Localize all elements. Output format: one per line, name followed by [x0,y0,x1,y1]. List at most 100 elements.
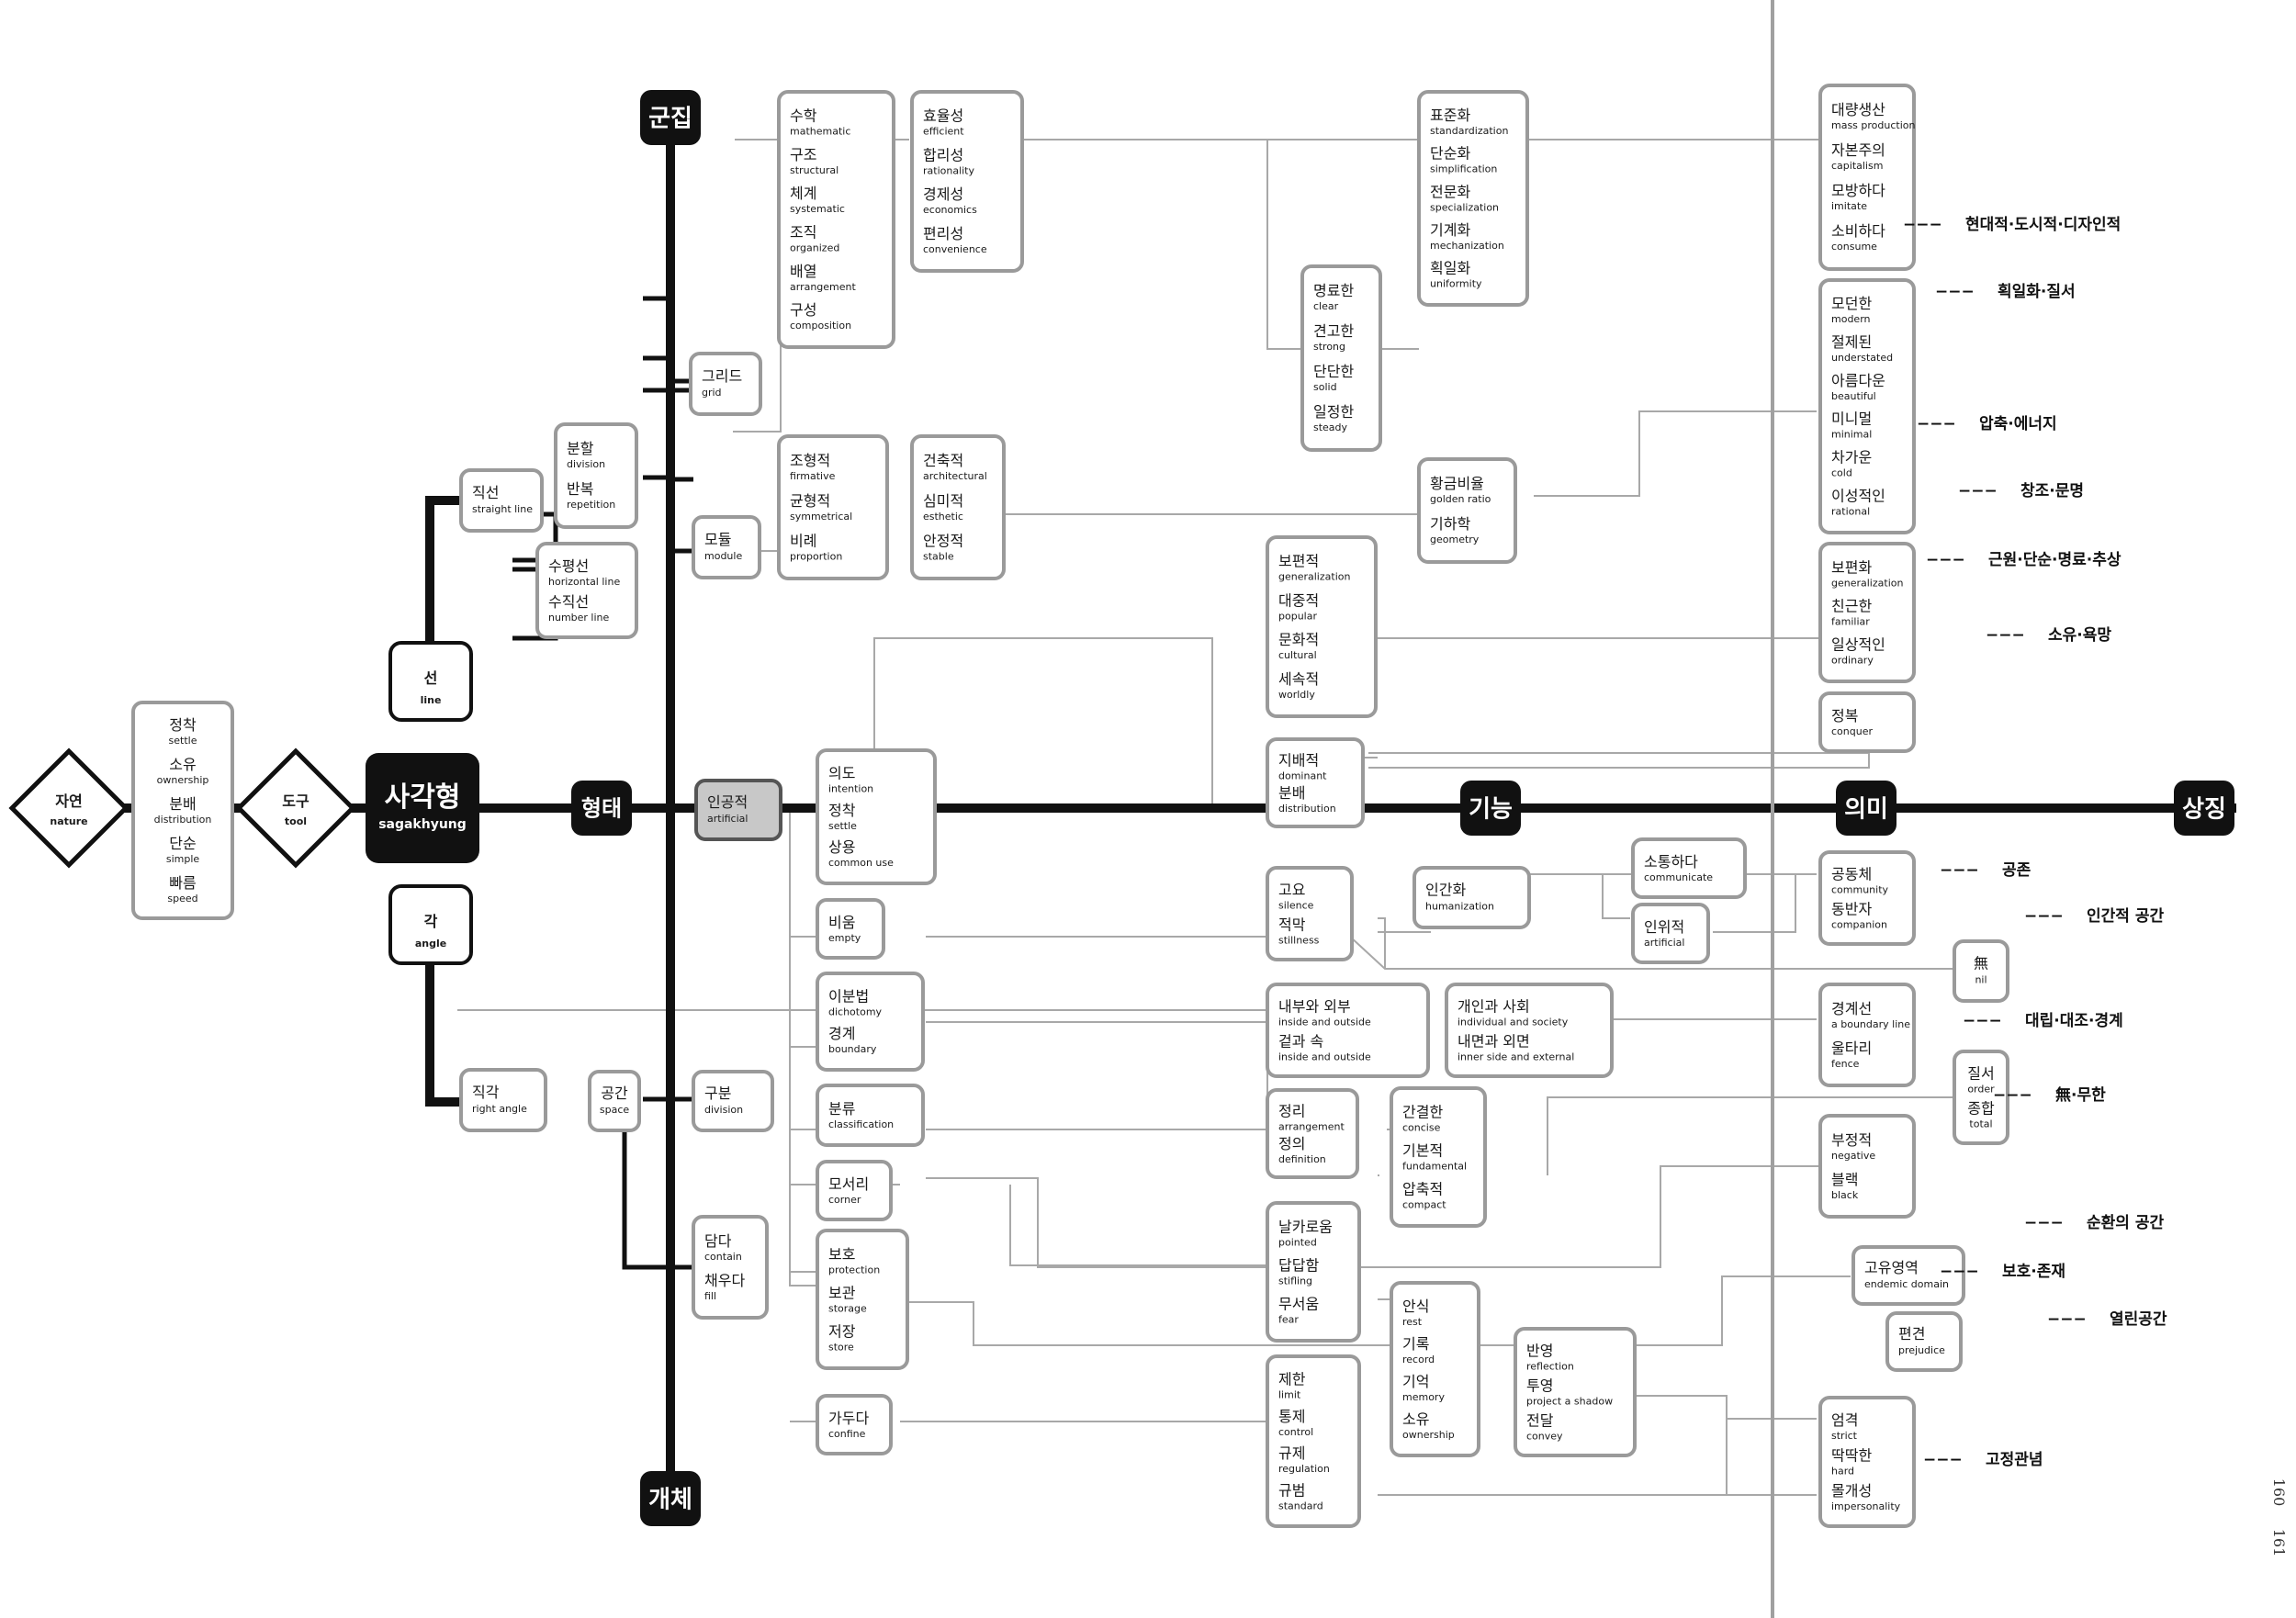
concept-kr-label: 울타리 [1831,1039,1872,1057]
symbol-note: −−− 고정관념 [1923,1450,2043,1469]
concept-kr-label: 고유영역 [1864,1259,1919,1276]
concept-en-label: popular [1278,610,1317,622]
note-dash: −−− [1958,482,1998,500]
concept-kr-label: 질서 [1967,1064,1994,1082]
concept-kr-label: 겉과 속 [1278,1032,1323,1050]
concept-en-label: horizontal line [548,576,620,588]
concept-en-label: minimal [1831,429,1872,441]
concept-kr-label: 명료한 [1313,282,1354,299]
hub-en-label: sagakhyung [378,817,467,832]
concept-en-label: common use [828,857,894,869]
concept-kr-label: 조직 [790,223,816,241]
concept-kr-label: 표준화 [1430,107,1470,124]
concept-en-label: definition [1278,1153,1326,1165]
concept-kr-label: 균형적 [790,492,830,510]
concept-kr-label: 답답함 [1278,1256,1319,1274]
concept-en-label: division [567,458,605,470]
concept-kr-label: 통제 [1278,1408,1305,1425]
concept-kr-label: 블랙 [1831,1171,1858,1188]
concept-kr-label: 합리성 [923,146,963,163]
symbol-note-label: 순환의 공간 [2087,1214,2164,1232]
concept-en-label: classification [828,1118,894,1130]
concept-en-label: esthetic [923,511,963,522]
concept-en-label: compact [1402,1198,1446,1210]
concept-kr-label: 전문화 [1430,183,1470,200]
concept-en-label: pointed [1278,1236,1317,1248]
concept-kr-label: 소비하다 [1831,222,1885,240]
concept-kr-label: 소유 [169,756,196,773]
concept-en-label: strong [1313,341,1345,353]
concept-en-label: simple [166,853,200,865]
concept-en-label: composition [790,320,851,331]
concept-kr-label: 정착 [828,802,856,819]
concept-en-label: storage [828,1302,867,1314]
hub-kr-label: 개체 [648,1486,692,1513]
concept-kr-label: 인간화 [1425,882,1466,899]
connector-line [873,637,1213,810]
note-dash: −−− [2024,1214,2064,1232]
concept-en-label: standard [1278,1500,1323,1511]
symbol-note-label: 열린공간 [2110,1310,2167,1329]
note-dash: −−− [2024,907,2064,926]
concept-en-label: capitalism [1831,160,1883,172]
symbol-note-label: 소유·욕망 [2048,626,2111,645]
concept-en-label: record [1402,1354,1435,1365]
concept-kr-label: 지배적 [1278,751,1319,769]
symbol-note: −−−열린공간 [2047,1310,2167,1329]
symbol-note: −−−압축·에너지 [1917,414,2057,433]
concept-kr-label: 경계 [828,1025,855,1042]
diamond-kr-label: 도구 [282,792,310,810]
note-dash: −−− [1963,1012,2002,1030]
concept-en-label: consume [1831,241,1877,253]
concept-en-label: fill [704,1290,716,1302]
concept-en-label: firmative [790,470,836,482]
connector-line [1009,1185,1267,1266]
concept-kr-label: 단단한 [1313,363,1354,380]
symbol-note-label: 보호·존재 [2002,1263,2065,1281]
symbol-note: −−−공존 [1940,861,2032,880]
hub-kr-label: 군집 [648,105,692,132]
concept-kr-label: 이성적인 [1831,487,1885,504]
concept-kr-label: 정복 [1831,707,1858,725]
concept-en-label: strict [1831,1430,1858,1442]
hub-node-form: 형태 [571,781,632,836]
concept-en-label: cold [1831,467,1852,479]
symbol-note-label: 고정관념 [1986,1450,2043,1469]
note-dash: −−− [1917,415,1956,433]
concept-en-label: black [1831,1189,1859,1201]
concept-en-label: space [600,1104,630,1116]
connector-line [900,1301,1529,1346]
concept-kr-label: 딱딱한 [1831,1446,1872,1464]
concept-en-label: concise [1402,1121,1441,1133]
note-dash: −−− [1923,1451,1963,1469]
concept-kr-label: 개인과 사회 [1458,997,1530,1015]
concept-kr-label: 직선 [472,484,499,501]
concept-en-label: straight line [472,503,533,515]
symbol-note: −−−보호·존재 [1940,1263,2065,1281]
concept-en-label: impersonality [1831,1500,1901,1512]
concept-en-label: communicate [1644,871,1713,883]
concept-kr-label: 담다 [704,1232,732,1250]
concept-en-label: inside and outside [1278,1051,1371,1062]
concept-en-label: module [704,550,742,562]
concept-en-label: community [1831,883,1889,895]
concept-en-label: efficient [923,126,964,138]
concept-kr-label: 모듈 [704,531,731,548]
concept-en-label: ordinary [1831,654,1874,666]
concept-en-label: distribution [1278,803,1336,815]
concept-en-label: reflection [1526,1360,1574,1372]
concept-kr-label: 몰개성 [1831,1482,1872,1500]
